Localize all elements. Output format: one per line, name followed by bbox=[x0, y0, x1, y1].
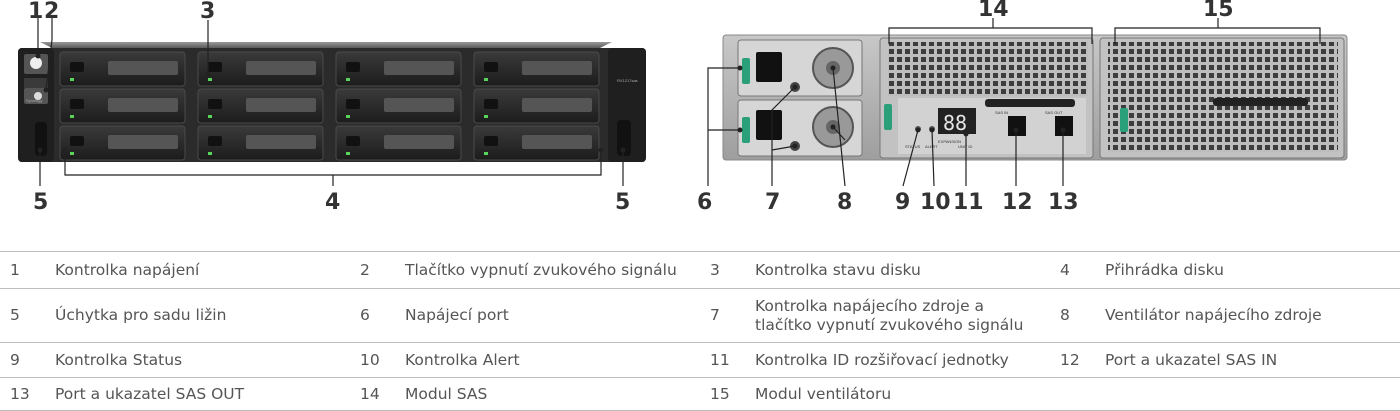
callout-1: 1 bbox=[28, 0, 43, 24]
front-view: Synology RX1217sas bbox=[18, 0, 646, 215]
callout-4: 4 bbox=[325, 190, 340, 215]
legend-number: 5 bbox=[10, 306, 20, 324]
callout-9: 9 bbox=[895, 190, 910, 215]
legend-row: 9 Kontrolka Status 10 Kontrolka Alert 11… bbox=[0, 343, 1400, 378]
hardware-diagram: Synology RX1217sas bbox=[18, 0, 1348, 215]
rear-leader-lines bbox=[707, 18, 1321, 187]
tray-latches bbox=[70, 62, 498, 146]
unit-id-display bbox=[938, 108, 976, 134]
unit-id-label: UNIT ID bbox=[958, 144, 972, 149]
legend-label: Port a ukazatel SAS OUT bbox=[55, 384, 245, 403]
legend-number: 2 bbox=[360, 260, 370, 279]
callout-12: 12 bbox=[1002, 190, 1033, 215]
legend-number: 11 bbox=[710, 350, 730, 369]
power-button-icon bbox=[30, 57, 42, 69]
legend-number: 9 bbox=[10, 350, 20, 369]
drive-status-leds bbox=[70, 78, 488, 155]
legend-number: 3 bbox=[710, 260, 720, 279]
callout-3: 3 bbox=[200, 0, 215, 24]
legend-label: Tlačítko vypnutí zvukového signálu bbox=[405, 260, 677, 279]
callout-6: 6 bbox=[697, 190, 712, 215]
legend-label: Kontrolka Status bbox=[55, 350, 183, 369]
front-leader-dots bbox=[35, 53, 626, 153]
legend-label: Modul ventilátoru bbox=[755, 384, 892, 403]
legend-label: Kontrolka Alert bbox=[405, 350, 520, 369]
alert-led-label: ALERT bbox=[925, 144, 938, 149]
legend-number: 6 bbox=[360, 306, 370, 324]
callout-10: 10 bbox=[920, 190, 951, 215]
fan-module-latch bbox=[1213, 98, 1308, 106]
legend-label: Port a ukazatel SAS IN bbox=[1105, 350, 1278, 369]
sas-out-label: SAS OUT bbox=[1045, 110, 1063, 115]
legend-number: 4 bbox=[1060, 260, 1070, 279]
callout-2: 2 bbox=[44, 0, 59, 24]
legend-number: 15 bbox=[710, 384, 730, 403]
rear-view: 88 STATUS ALERT EXPANSION UNIT ID SAS IN… bbox=[697, 0, 1348, 215]
legend-row: 1 Kontrolka napájení 2 Tlačítko vypnutí … bbox=[0, 251, 1400, 289]
legend-label: Úchytka pro sadu ližin bbox=[55, 306, 227, 324]
legend-number: 7 bbox=[710, 306, 720, 324]
sas-latch bbox=[985, 99, 1075, 107]
sas-out-port bbox=[1055, 116, 1073, 136]
fan-module-grill bbox=[1108, 42, 1338, 152]
legend-number: 10 bbox=[360, 350, 380, 369]
rear-leader-dots bbox=[737, 65, 1066, 149]
legend-label: Kontrolka ID rozšiřovací jednotky bbox=[755, 350, 1009, 369]
legend-table: 1 Kontrolka napájení 2 Tlačítko vypnutí … bbox=[0, 251, 1400, 411]
legend-label: Kontrolka napájecího zdroje a tlačítko v… bbox=[755, 296, 1024, 334]
legend-number bbox=[1060, 378, 1105, 411]
callout-14: 14 bbox=[978, 0, 1009, 22]
power-port-lower bbox=[756, 110, 782, 140]
callout-5-right: 5 bbox=[615, 190, 630, 215]
legend-number: 14 bbox=[360, 384, 380, 403]
brand-badge bbox=[24, 78, 48, 88]
psu-handle-lower bbox=[742, 117, 750, 143]
callout-11: 11 bbox=[953, 190, 984, 215]
sas-faceplate bbox=[898, 98, 1086, 154]
legend-label bbox=[1105, 378, 1400, 411]
power-port-upper bbox=[756, 52, 782, 82]
front-brand-text: Synology bbox=[26, 98, 42, 103]
legend-row: 5 Úchytka pro sadu ližin 6 Napájecí port… bbox=[0, 289, 1400, 343]
legend-label: Přihrádka disku bbox=[1105, 260, 1224, 279]
status-led-label: STATUS bbox=[905, 144, 921, 149]
callout-8: 8 bbox=[837, 190, 852, 215]
right-rail-handle bbox=[617, 120, 631, 156]
front-leader-lines bbox=[37, 18, 624, 186]
legend-label: Ventilátor napájecího zdroje bbox=[1105, 306, 1322, 324]
sas-in-label: SAS IN bbox=[995, 110, 1008, 115]
sas-module-handle bbox=[884, 104, 892, 130]
fan-module-handle bbox=[1120, 108, 1128, 132]
callout-13: 13 bbox=[1048, 190, 1079, 215]
legend-label: Kontrolka napájení bbox=[55, 260, 200, 279]
left-rail-handle bbox=[35, 122, 47, 156]
unit-id-digits: 88 bbox=[943, 111, 967, 135]
sas-module-grill bbox=[888, 42, 1088, 96]
beep-off-button-icon bbox=[34, 92, 42, 100]
front-chassis-top bbox=[40, 42, 612, 48]
callout-5-left: 5 bbox=[33, 190, 48, 215]
legend-row: 13 Port a ukazatel SAS OUT 14 Modul SAS … bbox=[0, 378, 1400, 411]
legend-label: Kontrolka stavu disku bbox=[755, 260, 921, 279]
psu-handle-upper bbox=[742, 58, 750, 84]
legend-number: 1 bbox=[10, 260, 20, 279]
legend-number: 13 bbox=[10, 384, 30, 403]
drive-tray-handles bbox=[108, 61, 592, 149]
callout-15: 15 bbox=[1203, 0, 1234, 22]
legend-number: 8 bbox=[1060, 306, 1070, 324]
expansion-label: EXPANSION bbox=[938, 139, 961, 144]
sas-in-port bbox=[1008, 116, 1026, 136]
legend-number: 12 bbox=[1060, 350, 1080, 369]
front-model-text: RX1217sas bbox=[617, 78, 638, 83]
legend-label: Modul SAS bbox=[405, 384, 488, 403]
callout-7: 7 bbox=[765, 190, 780, 215]
legend-label: Napájecí port bbox=[405, 306, 509, 324]
